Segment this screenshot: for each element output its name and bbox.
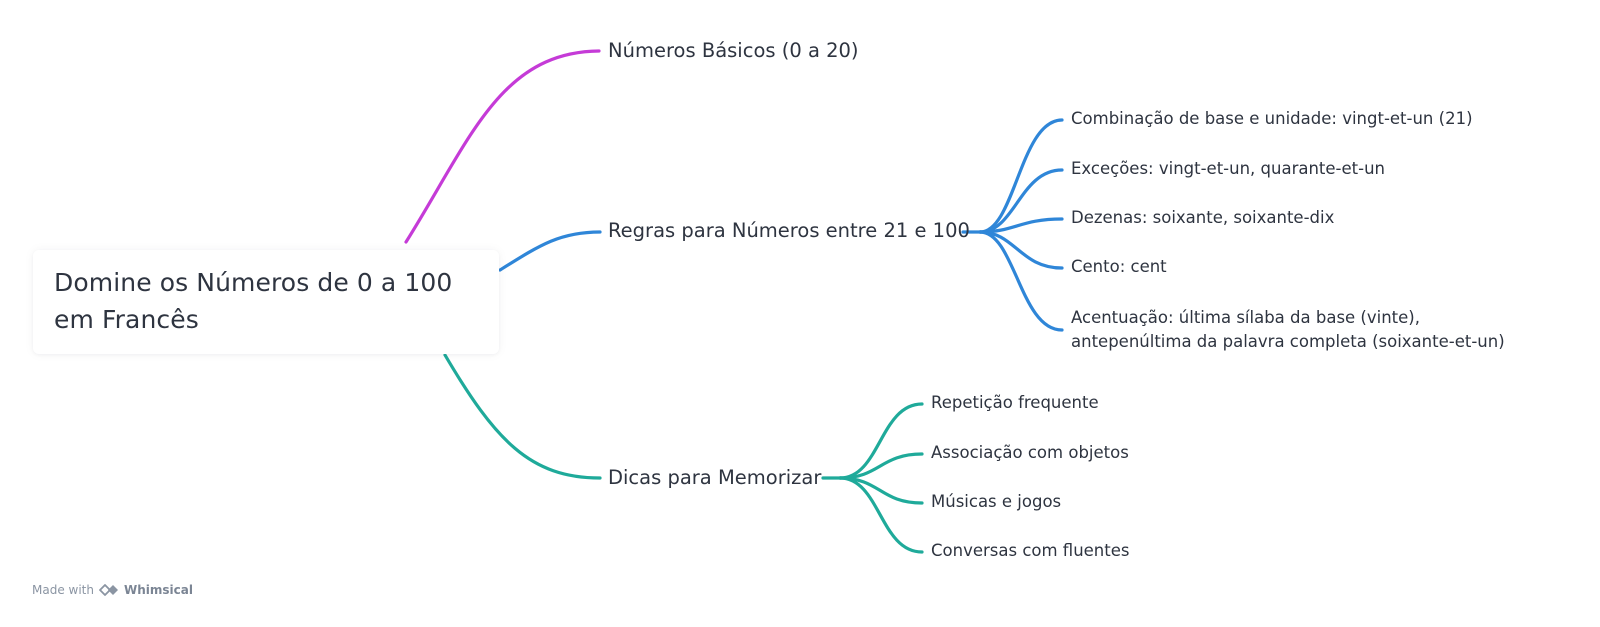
whimsical-logo-icon [99,584,118,596]
branch-regras[interactable]: Regras para Números entre 21 e 100 [608,219,970,242]
edges-dicas-children [821,402,924,554]
branch-numeros-basicos[interactable]: Números Básicos (0 a 20) [608,39,859,62]
dicas-item-associacao[interactable]: Associação com objetos [931,443,1129,462]
regras-item-combinacao[interactable]: Combinação de base e unidade: vingt-et-u… [1071,109,1473,128]
regras-item-dezenas[interactable]: Dezenas: soixante, soixante-dix [1071,208,1335,227]
edge-root-regras [498,230,602,272]
root-title: Domine os Números de 0 a 100 em Francês [54,268,453,334]
whimsical-brand: Whimsical [123,583,193,597]
regras-item-cento[interactable]: Cento: cent [1071,257,1167,276]
regras-item-acentuacao[interactable]: Acentuação: última sílaba da base (vinte… [1071,308,1505,351]
dicas-item-conversas[interactable]: Conversas com fluentes [931,541,1130,560]
root-node[interactable]: Domine os Números de 0 a 100 em Francês [33,250,499,354]
regras-item-excecoes[interactable]: Exceções: vingt-et-un, quarante-et-un [1071,159,1385,178]
dicas-item-musicas[interactable]: Músicas e jogos [931,492,1062,511]
edge-root-dicas [443,353,602,480]
edges-regras-children [961,118,1064,332]
edge-root-numeros-basicos [404,49,601,244]
made-with-footer[interactable]: Made with Whimsical [32,583,193,597]
branch-dicas[interactable]: Dicas para Memorizar [608,466,822,489]
made-with-label: Made with [32,583,94,597]
dicas-item-repeticao[interactable]: Repetição frequente [931,393,1099,412]
